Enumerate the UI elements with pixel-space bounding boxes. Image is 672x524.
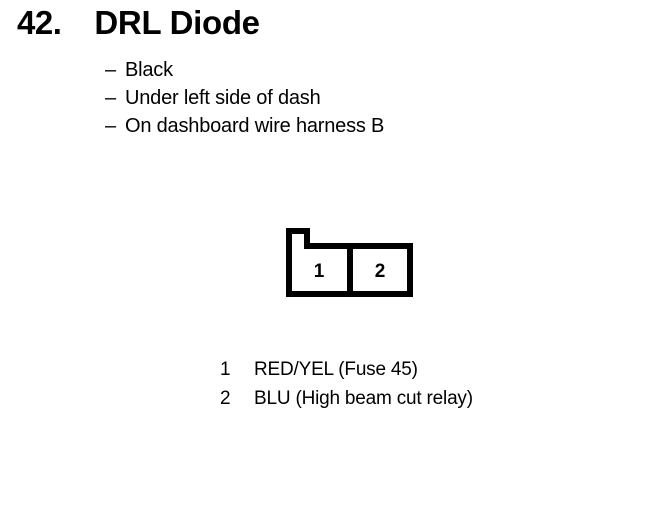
legend-row: 1 RED/YEL (Fuse 45) [220,355,473,384]
description-text: Under left side of dash [125,87,321,109]
description-list: – Black – Under left side of dash – On d… [105,56,384,140]
legend-pin-label: RED/YEL (Fuse 45) [254,359,418,380]
item-number: 42. [17,4,62,41]
description-item: – On dashboard wire harness B [105,112,384,140]
dash-bullet-icon: – [105,59,116,81]
legend-pin-number: 1 [220,359,231,380]
connector-svg: 1 2 [286,228,413,297]
description-item: – Black [105,56,384,84]
connector-diagram: 1 2 [286,226,416,300]
dash-bullet-icon: – [105,115,116,137]
page-title: 42. DRL Diode [17,2,260,44]
legend-pin-number: 2 [220,388,231,409]
description-text: On dashboard wire harness B [125,115,385,137]
cavity-number-1: 1 [314,261,325,282]
legend-row: 2 BLU (High beam cut relay) [220,384,473,413]
legend-pin-label: BLU (High beam cut relay) [254,388,473,409]
description-text: Black [125,59,173,81]
pin-legend: 1 RED/YEL (Fuse 45) 2 BLU (High beam cut… [220,355,473,413]
dash-bullet-icon: – [105,87,116,109]
description-item: – Under left side of dash [105,84,384,112]
cavity-number-2: 2 [375,261,386,282]
component-title: DRL Diode [94,4,260,41]
